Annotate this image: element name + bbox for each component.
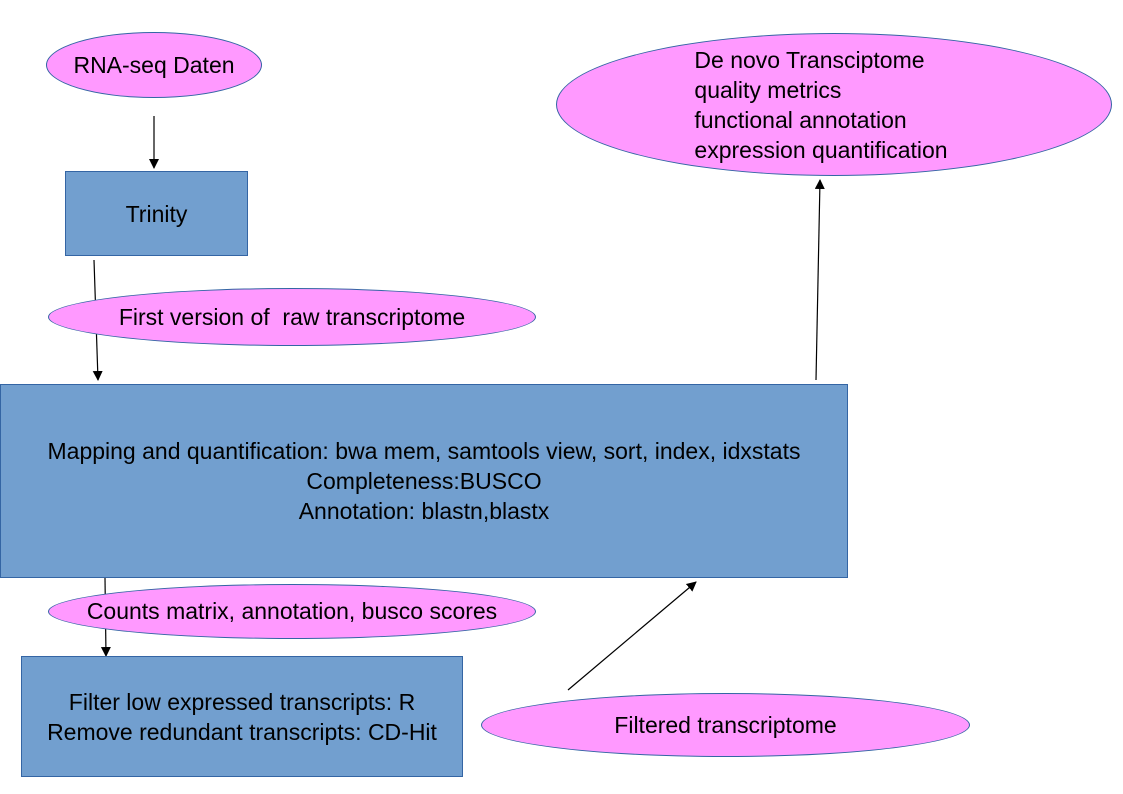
mapping-line-3: Annotation: blastn,blastx — [298, 498, 550, 524]
mapping-line-2: Completeness:BUSCO — [306, 468, 542, 494]
counts-node: Counts matrix, annotation, busco scores — [48, 584, 536, 639]
result-text: De novo Transciptome quality metrics fun… — [694, 45, 947, 165]
trinity-node: Trinity — [65, 171, 248, 256]
result-node: De novo Transciptome quality metrics fun… — [556, 33, 1112, 176]
filter-line-2: Remove redundant transcripts: CD-Hit — [47, 718, 437, 745]
trinity-label: Trinity — [125, 200, 188, 227]
result-line-3: functional annotation — [694, 106, 907, 133]
result-line-2: quality metrics — [694, 76, 842, 103]
first-version-label: First version of raw transcriptome — [118, 303, 466, 330]
rna-seq-label: RNA-seq Daten — [73, 51, 235, 78]
arrow-mapping-to-result — [814, 179, 825, 381]
counts-label: Counts matrix, annotation, busco scores — [86, 598, 498, 624]
filter-node: Filter low expressed transcripts: R Remo… — [21, 656, 463, 777]
mapping-node: Mapping and quantification: bwa mem, sam… — [0, 384, 848, 578]
arrow-filtered-to-mapping — [567, 581, 697, 691]
mapping-line-1: Mapping and quantification: bwa mem, sam… — [47, 438, 801, 464]
rna-seq-node: RNA-seq Daten — [46, 32, 262, 98]
filtered-label: Filtered transcriptome — [614, 711, 837, 738]
result-line-1: De novo Transciptome — [694, 46, 925, 73]
result-line-4: expression quantification — [694, 136, 948, 163]
filter-line-1: Filter low expressed transcripts: R — [68, 688, 416, 715]
first-version-node: First version of raw transcriptome — [48, 288, 536, 346]
filtered-node: Filtered transcriptome — [481, 693, 970, 757]
